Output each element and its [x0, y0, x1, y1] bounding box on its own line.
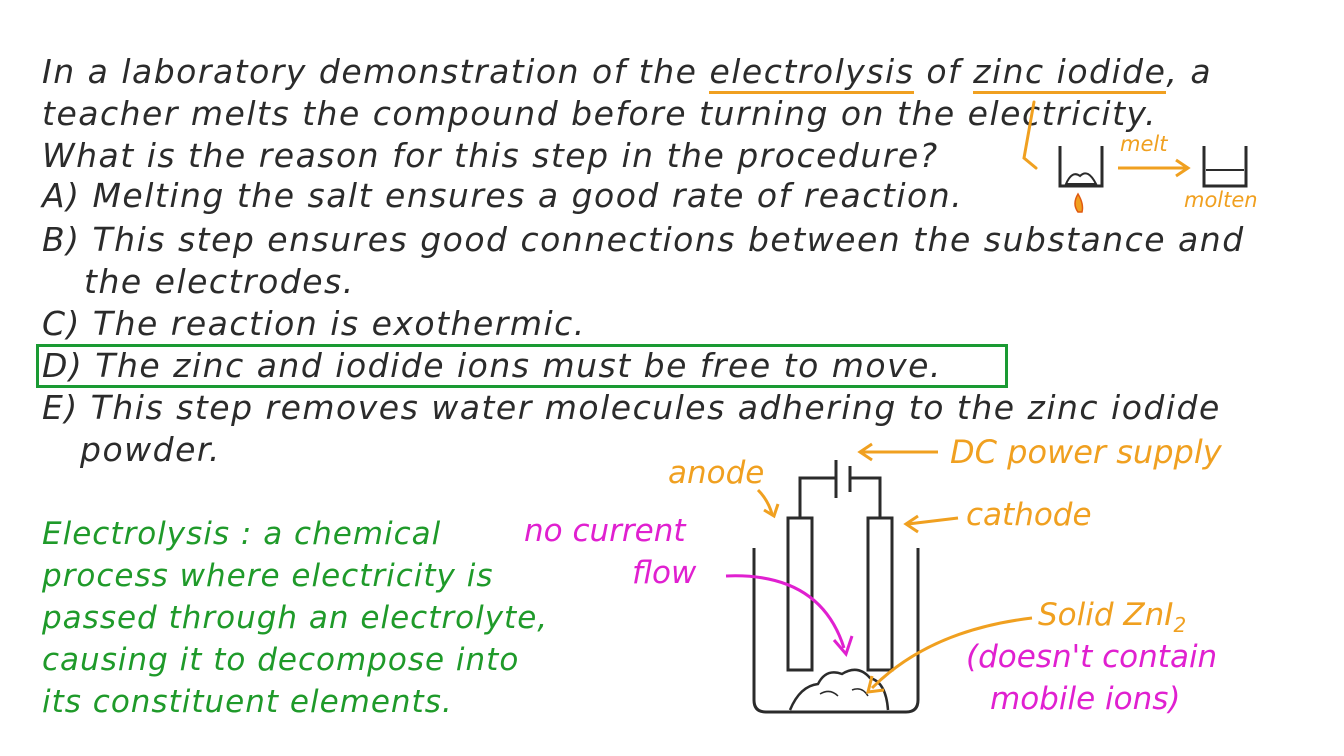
dc-power-supply-label: DC power supply: [950, 433, 1222, 471]
option-label: B): [42, 220, 81, 259]
option-b-continued: the electrodes.: [84, 262, 355, 301]
solid-zni2-text: Solid ZnI: [1038, 597, 1174, 633]
option-label: D): [42, 346, 84, 385]
flame-icon: [1074, 192, 1084, 213]
anode-arrow-icon: [756, 488, 774, 515]
option-label: E): [42, 388, 79, 427]
cathode-electrode-icon: [866, 516, 894, 672]
definition-line-2: process where electricity is: [42, 558, 494, 594]
subscript-2: 2: [1173, 613, 1187, 638]
option-d: D) The zinc and iodide ions must be free…: [42, 346, 942, 386]
cathode-wire-icon: [850, 476, 882, 518]
option-e-continued: powder.: [80, 430, 221, 469]
option-label: C): [42, 304, 81, 343]
option-c: C) The reaction is exothermic.: [42, 304, 586, 344]
arrow-head-icon: [1175, 158, 1191, 178]
molten-label: molten: [1184, 188, 1258, 212]
arrow-head-icon: [857, 442, 873, 462]
question-text: In a laboratory demonstration of the: [42, 52, 710, 91]
question-text: , a: [1166, 52, 1213, 91]
question-line-2: teacher melts the compound before turnin…: [42, 94, 1157, 133]
option-text: Melting the salt ensures a good rate of …: [92, 176, 964, 215]
arrow-head-icon: [903, 514, 919, 534]
melt-label: melt: [1120, 132, 1168, 156]
no-mobile-ions-label-2: mobile ions): [990, 681, 1181, 717]
cathode-label: cathode: [966, 497, 1092, 533]
solid-zni2-label: Solid ZnI2: [1038, 597, 1187, 638]
term-zinc-iodide: zinc iodide: [973, 52, 1167, 94]
option-text: The reaction is exothermic.: [92, 304, 586, 343]
question-line-3: What is the reason for this step in the …: [42, 136, 939, 175]
anode-label: anode: [668, 455, 765, 491]
no-current-label: no current: [524, 513, 686, 549]
option-e: E) This step removes water molecules adh…: [42, 388, 1221, 428]
option-text: The zinc and iodide ions must be free to…: [95, 346, 942, 385]
arrow-head-icon: [763, 503, 780, 519]
electrolysis-beaker-icon: [752, 548, 920, 714]
option-text: This step ensures good connections betwe…: [92, 220, 1245, 259]
definition-line-3: passed through an electrolyte,: [42, 600, 549, 636]
term-electrolysis: electrolysis: [709, 52, 915, 94]
definition-line-4: causing it to decompose into: [42, 642, 520, 678]
no-mobile-ions-label-1: (doesn't contain: [966, 639, 1218, 675]
anode-electrode-icon: [786, 516, 814, 672]
arrow-head-icon: [832, 635, 854, 657]
flow-label: flow: [632, 555, 697, 591]
cathode-arrow-icon: [907, 516, 959, 526]
question-line-1: In a laboratory demonstration of the ele…: [42, 52, 1213, 94]
pile-texture-icon: [819, 688, 869, 697]
option-b: B) This step ensures good connections be…: [42, 220, 1245, 260]
question-text: of: [914, 52, 974, 91]
no-current-arrow-icon: [725, 574, 846, 649]
solid-arrow-icon: [870, 616, 1033, 690]
option-label: A): [42, 176, 81, 215]
arrow-head-icon: [866, 675, 885, 694]
option-text: This step removes water molecules adheri…: [90, 388, 1221, 427]
beaker-molten-icon: [1202, 146, 1248, 188]
solid-powder-icon: [1064, 172, 1098, 185]
definition-line-1: Electrolysis : a chemical: [42, 516, 442, 552]
definition-line-5: its constituent elements.: [42, 684, 453, 720]
anode-wire-icon: [798, 476, 836, 518]
option-a: A) Melting the salt ensures a good rate …: [42, 176, 963, 216]
beaker-solid-icon: [1058, 146, 1104, 188]
correct-answer-box: [36, 344, 1008, 388]
connector-arrow: [1022, 100, 1038, 170]
